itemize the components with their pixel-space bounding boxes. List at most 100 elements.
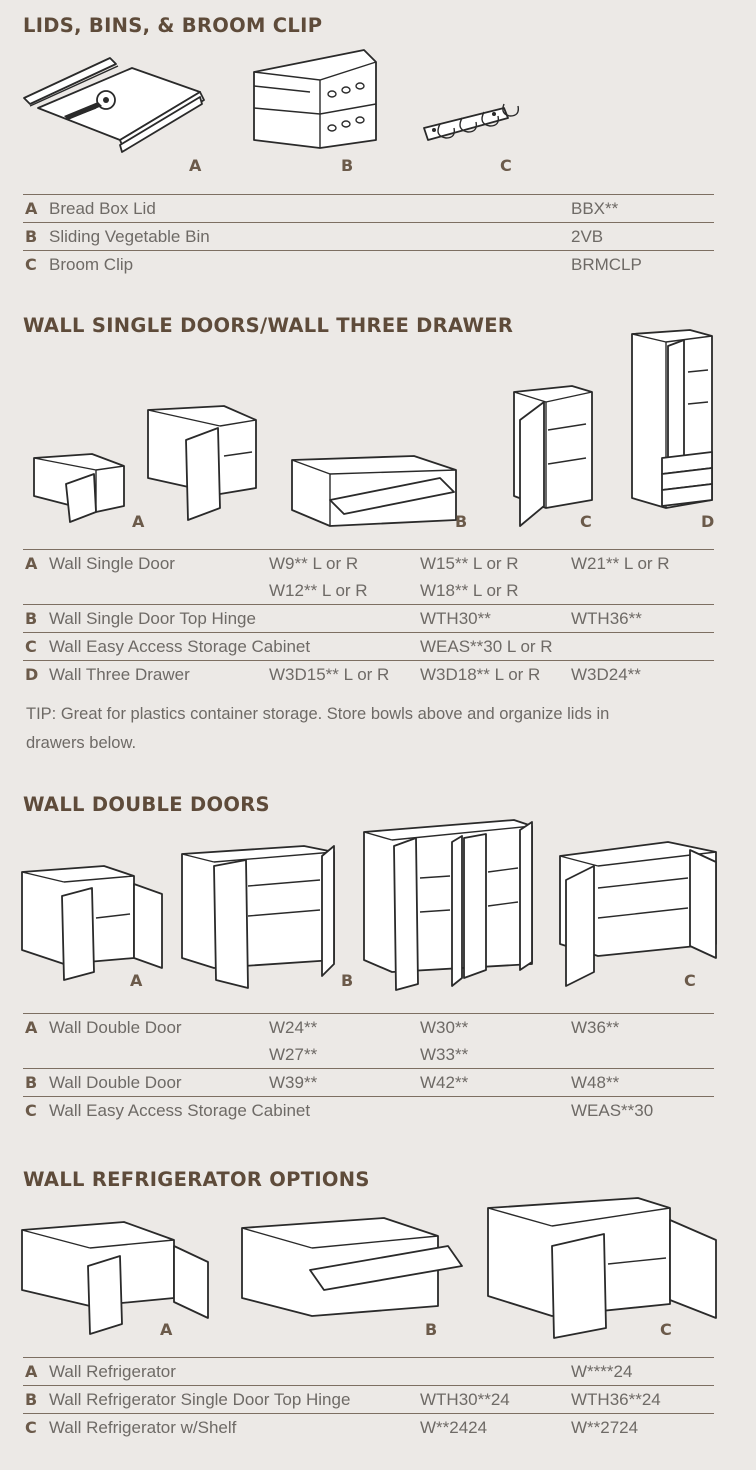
- row-model-code: W**2724: [571, 1418, 639, 1437]
- figure-letter-c: C: [684, 971, 696, 990]
- product-table: A Wall Single Door W9** L or R W15** L or R…: [23, 549, 714, 688]
- row-product-name: Wall Refrigerator: [49, 1362, 176, 1381]
- table-row-line: W27**W33**: [23, 1041, 714, 1068]
- product-table: A Wall Double Door W24** W30** W36** W27**W33…: [23, 1013, 714, 1124]
- row-product-name: Wall Refrigerator w/Shelf: [49, 1418, 237, 1437]
- figure-letter-b: B: [341, 156, 354, 175]
- table-row-line: A Wall Refrigerator W****24: [23, 1358, 714, 1385]
- section-title-lids: LIDS, BINS, & BROOM CLIP: [23, 14, 323, 37]
- bread-box-lid-illustration: [23, 57, 205, 153]
- row-letter: A: [25, 1362, 38, 1381]
- row-model-code: W27**: [269, 1045, 318, 1064]
- row-model-code: BBX**: [571, 199, 619, 218]
- row-letter: B: [25, 1390, 38, 1409]
- row-model-code: 2VB: [571, 227, 604, 246]
- row-letter: A: [25, 554, 38, 573]
- section-title-wall-refrigerator: WALL REFRIGERATOR OPTIONS: [23, 1168, 370, 1191]
- row-letter: A: [25, 1018, 38, 1037]
- wall-top-hinge-b-illustration: [291, 455, 457, 527]
- row-letter: C: [25, 255, 37, 274]
- row-product-name: Sliding Vegetable Bin: [49, 227, 210, 246]
- row-model-code: WEAS**30 L or R: [420, 637, 553, 656]
- row-model-code: W3D18** L or R: [420, 665, 541, 684]
- row-model-code: W18** L or R: [420, 581, 519, 600]
- table-row: A Wall Double Door W24** W30** W36** W27**W33…: [23, 1013, 714, 1068]
- figure-letter-c: C: [500, 156, 512, 175]
- figure-letter-a: A: [160, 1320, 173, 1339]
- table-row-line: A Wall Double Door W24** W30** W36**: [23, 1014, 714, 1041]
- table-row: A Wall Single Door W9** L or R W15** L or R…: [23, 549, 714, 604]
- row-model-code: W24**: [269, 1018, 318, 1037]
- row-model-code: WEAS**30: [571, 1101, 654, 1120]
- row-product-name: Wall Single Door: [49, 554, 175, 573]
- wall-double-door-b-illustration: [181, 819, 533, 991]
- row-product-name: Wall Double Door: [49, 1073, 182, 1092]
- row-model-code: WTH30**: [420, 609, 491, 628]
- row-letter: C: [25, 1418, 37, 1437]
- row-model-code: WTH36**24: [571, 1390, 661, 1409]
- table-row-line: A Wall Single Door W9** L or R W15** L or R…: [23, 550, 714, 577]
- row-product-name: Wall Single Door Top Hinge: [49, 609, 256, 628]
- table-row-line: C Wall Easy Access Storage Cabinet WEAS**3…: [23, 633, 714, 660]
- row-model-code: W21** L or R: [571, 554, 670, 573]
- table-row: A Wall Refrigerator W****24: [23, 1357, 714, 1385]
- vegetable-bin-illustration: [253, 49, 377, 149]
- row-model-code: WTH30**24: [420, 1390, 510, 1409]
- table-row: B Wall Refrigerator Single Door Top Hinge…: [23, 1385, 714, 1413]
- table-row-line: C Wall Easy Access Storage Cabinet WEAS**3…: [23, 1097, 714, 1124]
- row-model-code: W36**: [571, 1018, 620, 1037]
- figure-letter-a: A: [132, 512, 145, 531]
- wall-double-door-a-illustration: [21, 865, 163, 981]
- section-title-wall-double: WALL DOUBLE DOORS: [23, 793, 270, 816]
- row-model-code: W39**: [269, 1073, 318, 1092]
- wall-easy-access-c-illustration: [513, 385, 593, 527]
- row-product-name: Wall Refrigerator Single Door Top Hinge: [49, 1390, 351, 1409]
- wall-easy-access-double-c-illustration: [559, 841, 717, 987]
- row-product-name: Wall Easy Access Storage Cabinet: [49, 1101, 311, 1120]
- row-letter: C: [25, 637, 37, 656]
- tip-text: TIP: Great for plastics container storag…: [26, 705, 610, 752]
- row-product-name: Wall Double Door: [49, 1018, 182, 1037]
- figure-letter-b: B: [455, 512, 468, 531]
- row-product-name: Wall Three Drawer: [49, 665, 190, 684]
- broom-clip-illustration: [423, 103, 520, 141]
- row-model-code: W15** L or R: [420, 554, 519, 573]
- row-model-code: W30**: [420, 1018, 469, 1037]
- row-model-code: W3D24**: [571, 665, 641, 684]
- wall-three-drawer-d-illustration: [631, 329, 713, 509]
- table-row: C Wall Easy Access Storage Cabinet WEAS**3…: [23, 1096, 714, 1124]
- row-letter: D: [25, 665, 39, 684]
- row-letter: A: [25, 199, 38, 218]
- wall-single-door-a-illustration: [33, 405, 257, 523]
- table-row: C Wall Easy Access Storage Cabinet WEAS**3…: [23, 632, 714, 660]
- row-product-name: Wall Easy Access Storage Cabinet: [49, 637, 311, 656]
- figure-letter-a: A: [189, 156, 202, 175]
- row-letter: B: [25, 1073, 38, 1092]
- figure-letter-c: C: [580, 512, 592, 531]
- wall-refrigerator-a-illustration: [21, 1221, 209, 1335]
- row-model-code: W9** L or R: [269, 554, 359, 573]
- row-product-name: Broom Clip: [49, 255, 134, 274]
- figure-letter-c: C: [660, 1320, 672, 1339]
- row-model-code: W****24: [571, 1362, 633, 1381]
- row-letter: C: [25, 1101, 37, 1120]
- figure-letter-b: B: [341, 971, 354, 990]
- row-model-code: W48**: [571, 1073, 620, 1092]
- row-letter: B: [25, 609, 38, 628]
- wall-refrigerator-b-illustration: [241, 1217, 463, 1317]
